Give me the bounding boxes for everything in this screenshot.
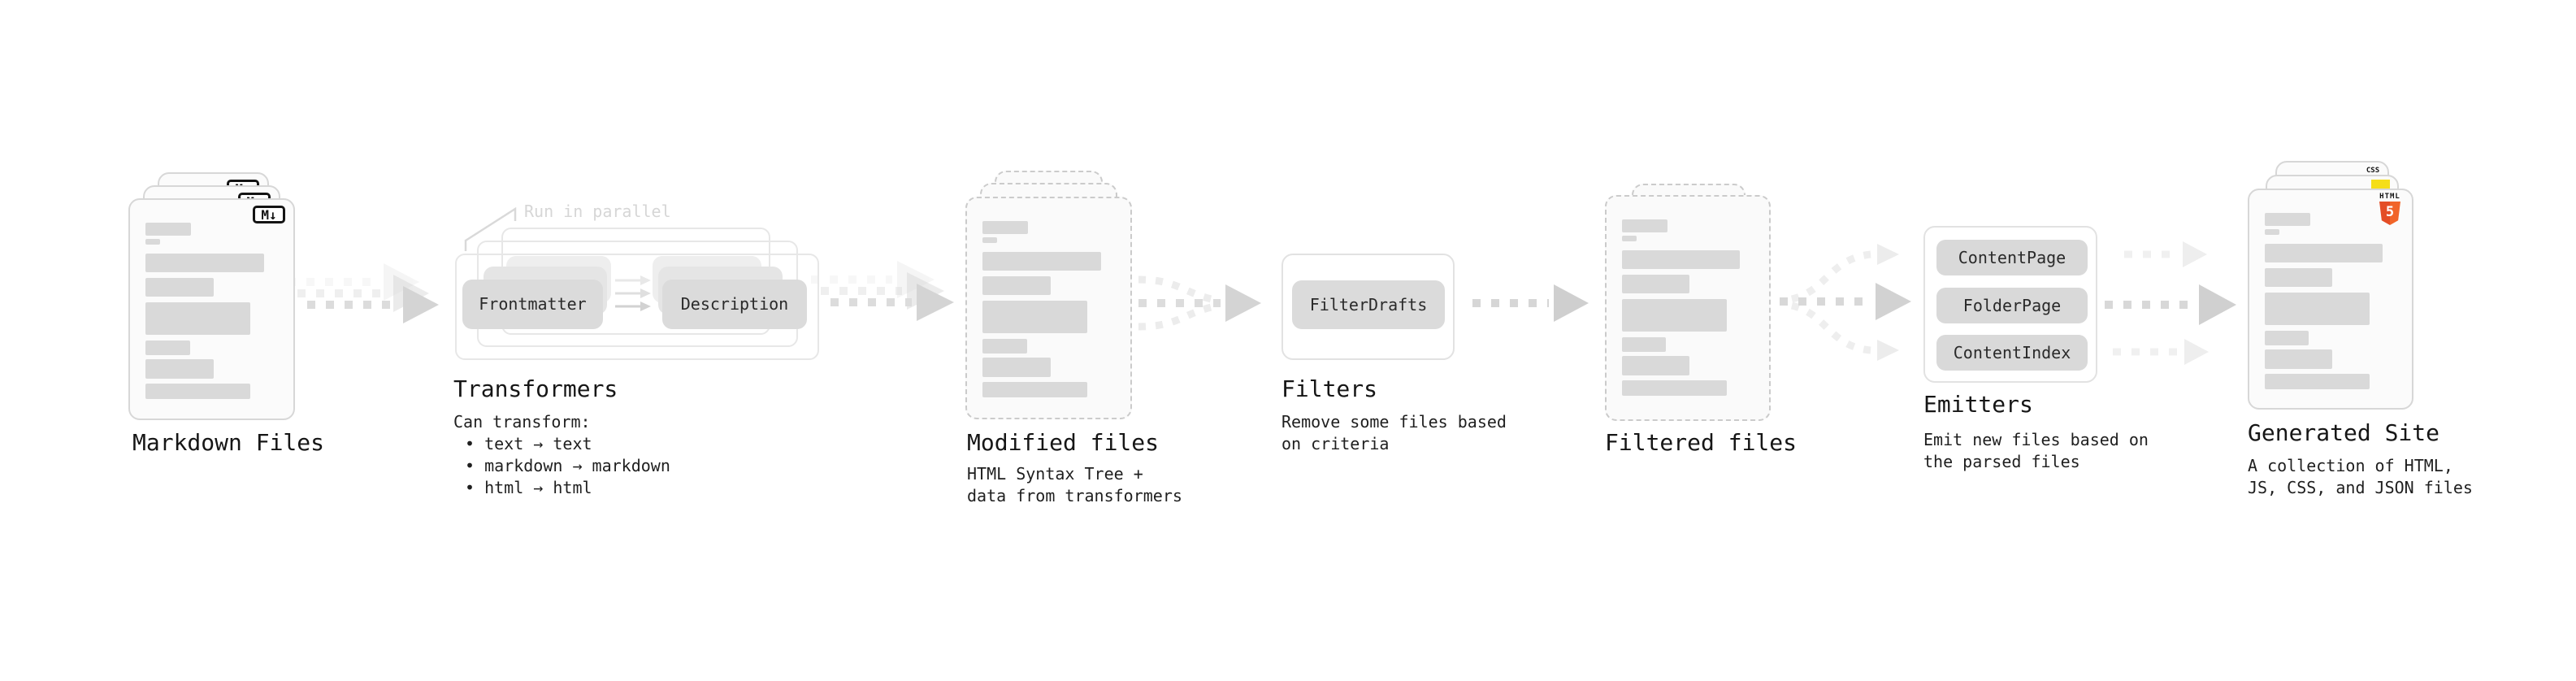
doc-line: [1622, 337, 1667, 352]
doc-line: [2265, 244, 2383, 262]
modified-desc-line: HTML Syntax Tree +: [967, 464, 1143, 484]
markdown-file-card-front: M↓: [128, 198, 295, 420]
doc-line: [2265, 213, 2311, 226]
doc-line: [982, 382, 1088, 397]
doc-line: [2265, 331, 2309, 345]
html5-icon: HTML 5: [2378, 193, 2402, 225]
can-transform-heading: Can transform:: [453, 412, 591, 432]
transform-bullet: • html → html: [465, 478, 592, 497]
doc-line: [2265, 374, 2370, 389]
doc-line: [1622, 250, 1740, 269]
modified-file-card-front: [965, 197, 1132, 419]
doc-line: [2265, 293, 2370, 325]
filters-description: Remove some files based on criteria: [1281, 411, 1507, 455]
markdown-files-title: Markdown Files: [132, 429, 325, 456]
doc-line: [145, 239, 161, 245]
doc-line: [1622, 299, 1727, 332]
site-file-card-front: HTML 5: [2248, 189, 2413, 410]
transformer-box-front: [455, 254, 819, 360]
emitters-desc-line: the parsed files: [1923, 452, 2080, 471]
emitters-title: Emitters: [1923, 391, 2033, 418]
doc-line: [2265, 349, 2333, 369]
modified-files-title: Modified files: [967, 429, 1160, 456]
transformer-chip-frontmatter: Frontmatter: [462, 280, 603, 329]
filter-chip-filterdrafts: FilterDrafts: [1292, 280, 1445, 329]
doc-line: [982, 301, 1088, 333]
filtered-file-card-front: [1605, 195, 1771, 421]
arrow-modified-to-filters: [1138, 275, 1261, 331]
doc-line: [982, 221, 1029, 234]
html5-icon-word: HTML: [2379, 193, 2400, 201]
doc-line: [145, 384, 251, 399]
modified-files-description: HTML Syntax Tree + data from transformer…: [967, 463, 1182, 507]
doc-line: [2265, 268, 2333, 287]
arrow-transformers-to-modified: [811, 261, 954, 321]
doc-line: [982, 358, 1051, 377]
emitters-description: Emit new files based on the parsed files: [1923, 429, 2149, 473]
arrow-filtered-to-emitters: [1780, 244, 1911, 361]
emitters-panel: ContentPage FolderPage ContentIndex: [1923, 226, 2097, 383]
doc-line: [982, 237, 998, 243]
emitter-chip-contentpage: ContentPage: [1936, 240, 2088, 275]
doc-line: [145, 302, 251, 335]
doc-line: [145, 254, 264, 272]
filters-desc-line: on criteria: [1281, 434, 1390, 453]
doc-line: [982, 252, 1101, 271]
emitter-chip-folderpage: FolderPage: [1936, 288, 2088, 323]
site-desc-line: JS, CSS, and JSON files: [2248, 478, 2473, 497]
arrow-emitters-to-site: [2105, 241, 2236, 365]
emitters-desc-line: Emit new files based on: [1923, 430, 2149, 449]
document-placeholder-lines: [130, 200, 293, 419]
filters-desc-line: Remove some files based: [1281, 412, 1507, 432]
doc-line: [982, 339, 1027, 354]
filtered-files-title: Filtered files: [1605, 429, 1798, 456]
transformers-title: Transformers: [453, 375, 618, 402]
doc-line: [145, 359, 214, 379]
doc-line: [1622, 356, 1690, 375]
doc-line: [982, 276, 1051, 295]
doc-line: [1622, 219, 1668, 232]
doc-line: [1622, 236, 1637, 241]
site-desc-line: A collection of HTML,: [2248, 456, 2453, 475]
arrow-markdown-to-transformers: [288, 263, 439, 323]
doc-line: [145, 340, 190, 355]
generated-site-title: Generated Site: [2248, 419, 2440, 446]
arrow-filters-to-filtered: [1472, 284, 1589, 322]
emitter-chip-contentindex: ContentIndex: [1936, 335, 2088, 371]
modified-desc-line: data from transformers: [967, 486, 1182, 505]
transformer-chip-description: Description: [662, 280, 807, 329]
doc-line: [1622, 275, 1690, 293]
run-in-parallel-annotation: Run in parallel: [524, 202, 671, 221]
doc-line: [145, 223, 192, 236]
document-placeholder-lines: [2249, 190, 2412, 408]
doc-line: [1622, 380, 1727, 396]
filters-title: Filters: [1281, 375, 1378, 402]
markdown-icon: M↓: [253, 206, 285, 223]
doc-line: [2265, 229, 2280, 235]
transform-bullet: • markdown → markdown: [465, 456, 670, 475]
transform-bullet: • text → text: [465, 434, 592, 453]
generated-site-description: A collection of HTML, JS, CSS, and JSON …: [2248, 455, 2473, 499]
document-placeholder-lines: [967, 198, 1130, 418]
document-placeholder-lines: [1607, 197, 1769, 419]
transformers-description: Can transform: • text → text • markdown …: [453, 411, 670, 499]
doc-line: [145, 278, 214, 297]
